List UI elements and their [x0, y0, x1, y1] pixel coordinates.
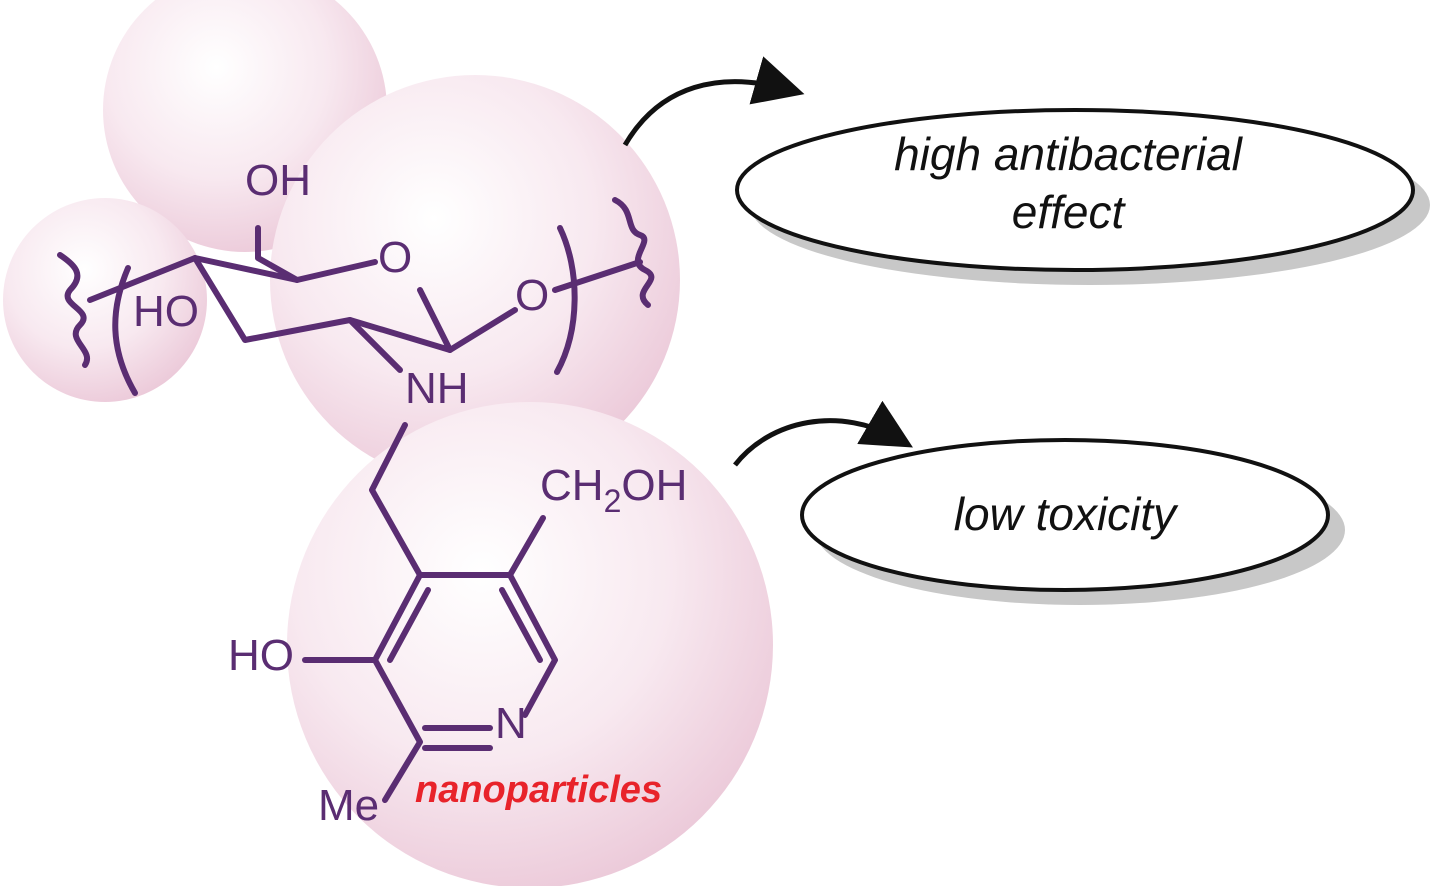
wavy-bond-right — [612, 197, 655, 308]
nh-label: NH — [405, 364, 469, 413]
nanoparticle-sphere-middle — [270, 75, 680, 485]
ring-oxygen-label: O — [378, 233, 412, 282]
chitosan-unit — [57, 197, 655, 396]
methyl-label: Me — [318, 781, 379, 830]
arrow-to-toxicity — [733, 400, 913, 467]
ho-label: HO — [133, 287, 199, 336]
toxicity-bubble — [800, 438, 1330, 592]
right-parenthesis — [554, 225, 578, 375]
antibacterial-text-line1: high antibacterial — [894, 128, 1244, 180]
nanoparticles-label: nanoparticles — [415, 769, 662, 811]
pyridine-ho-label: HO — [228, 631, 294, 680]
left-parenthesis — [112, 265, 138, 396]
toxicity-text: low toxicity — [954, 488, 1179, 540]
glycosidic-oxygen-label: O — [515, 271, 549, 320]
nanoparticle-sphere-left — [3, 198, 207, 402]
ch2oh-label: CH2OH — [540, 461, 687, 519]
pyridine-n-label: N — [495, 699, 527, 748]
antibacterial-bubble — [735, 108, 1415, 272]
arrow-to-antibacterial — [622, 56, 805, 147]
oh-label: OH — [245, 156, 311, 205]
wavy-bond-left — [57, 252, 90, 368]
antibacterial-text-line2: effect — [1012, 186, 1127, 238]
pyridoxine-unit — [302, 422, 558, 803]
